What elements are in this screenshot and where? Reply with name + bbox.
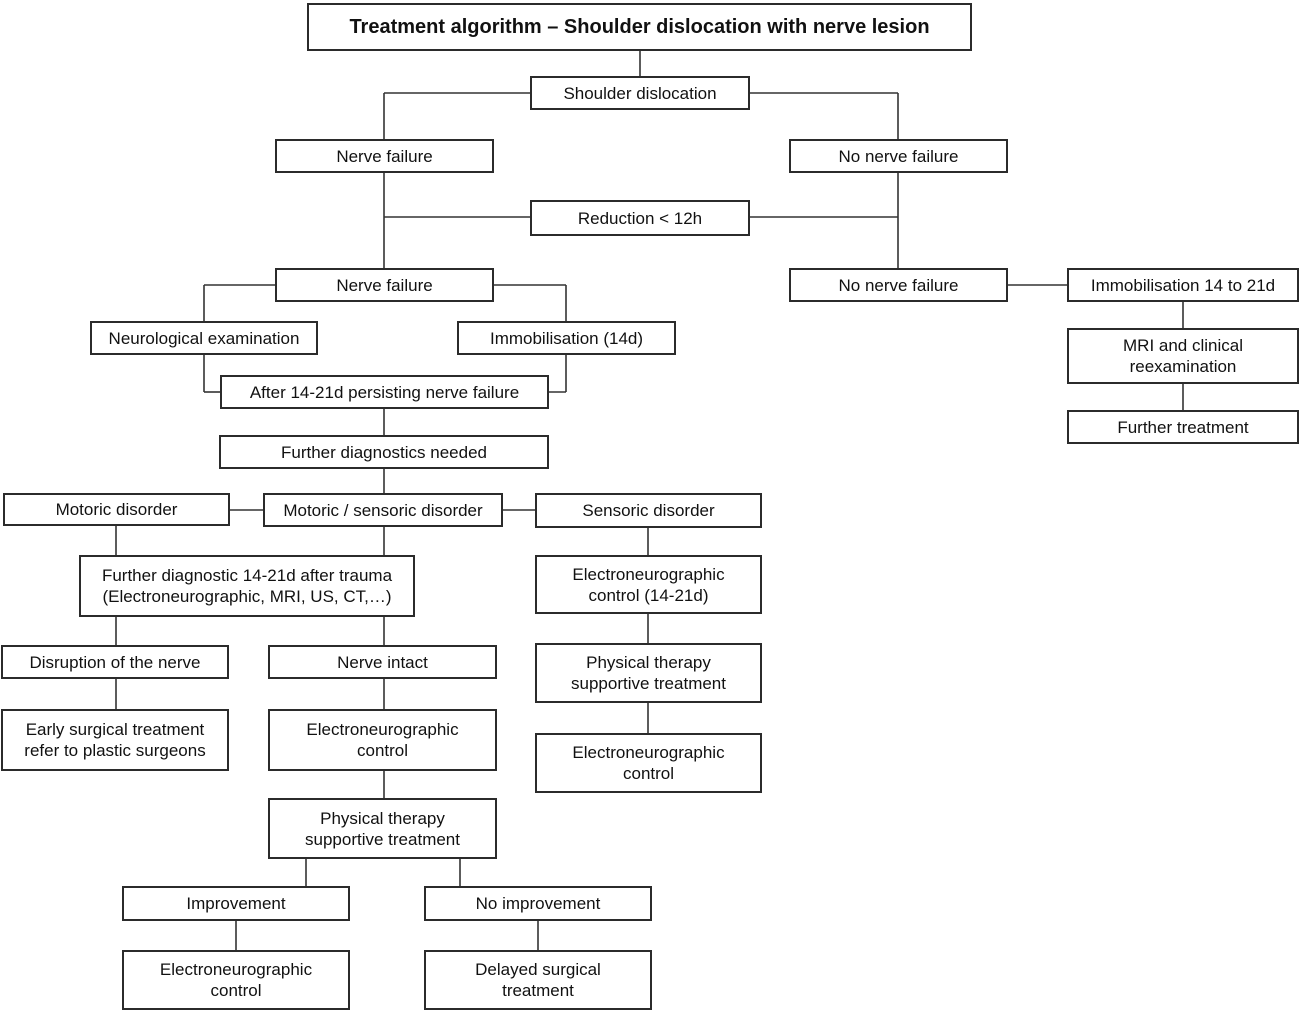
node-delayed-surgical-treatment: Delayed surgical treatment xyxy=(424,950,652,1010)
node-immobilisation-14-21d: Immobilisation 14 to 21d xyxy=(1067,268,1299,302)
node-eng-control-14-21d: Electroneurographic control (14-21d) xyxy=(535,555,762,614)
node-motoric-disorder: Motoric disorder xyxy=(3,493,230,526)
node-mri-clinical-reexamination: MRI and clinical reexamination xyxy=(1067,328,1299,384)
node-no-nerve-failure-after-reduction: No nerve failure xyxy=(789,268,1008,302)
node-neurological-examination: Neurological examination xyxy=(90,321,318,355)
node-no-nerve-failure-initial: No nerve failure xyxy=(789,139,1008,173)
node-nerve-failure-after-reduction: Nerve failure xyxy=(275,268,494,302)
node-shoulder-dislocation: Shoulder dislocation xyxy=(530,76,750,110)
node-physical-therapy-intact: Physical therapy supportive treatment xyxy=(268,798,497,859)
node-immobilisation-14d: Immobilisation (14d) xyxy=(457,321,676,355)
node-further-treatment: Further treatment xyxy=(1067,410,1299,444)
node-nerve-failure-initial: Nerve failure xyxy=(275,139,494,173)
node-eng-control-intact: Electroneurographic control xyxy=(268,709,497,771)
node-further-diagnostics-needed: Further diagnostics needed xyxy=(219,435,549,469)
node-no-improvement: No improvement xyxy=(424,886,652,921)
node-disruption-of-nerve: Disruption of the nerve xyxy=(1,645,229,679)
diagram-title: Treatment algorithm – Shoulder dislocati… xyxy=(307,3,972,51)
node-eng-control-improvement: Electroneurographic control xyxy=(122,950,350,1010)
node-persisting-nerve-failure: After 14-21d persisting nerve failure xyxy=(220,375,549,409)
node-nerve-intact: Nerve intact xyxy=(268,645,497,679)
node-early-surgical-treatment: Early surgical treatment refer to plasti… xyxy=(1,709,229,771)
node-motoric-sensoric-disorder: Motoric / sensoric disorder xyxy=(263,493,503,527)
node-improvement: Improvement xyxy=(122,886,350,921)
node-eng-control-sensoric: Electroneurographic control xyxy=(535,733,762,793)
node-physical-therapy-sensoric: Physical therapy supportive treatment xyxy=(535,643,762,703)
node-further-diagnostic-after-trauma: Further diagnostic 14-21d after trauma (… xyxy=(79,555,415,617)
node-reduction: Reduction < 12h xyxy=(530,200,750,236)
node-sensoric-disorder: Sensoric disorder xyxy=(535,493,762,528)
